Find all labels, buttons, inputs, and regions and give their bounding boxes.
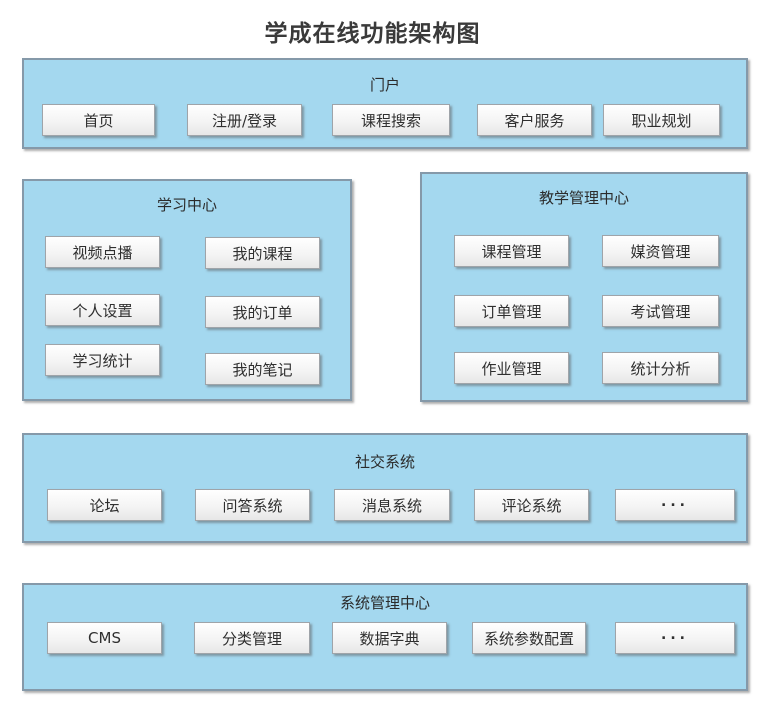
section-learning-center-label: 学习中心 xyxy=(156,196,217,214)
module-order-management: 订单管理 xyxy=(454,295,569,327)
module-comment-system: 评论系统 xyxy=(474,489,589,521)
module-statistical-analysis: 统计分析 xyxy=(602,352,719,384)
module-social-more: ... xyxy=(615,489,735,521)
module-qa-system: 问答系统 xyxy=(195,489,310,521)
module-homework-management: 作业管理 xyxy=(454,352,569,384)
module-register-login: 注册/登录 xyxy=(187,104,302,136)
section-social-system-label: 社交系统 xyxy=(354,453,415,471)
module-exam-management: 考试管理 xyxy=(602,295,719,327)
diagram-title: 学成在线功能架构图 xyxy=(264,21,481,47)
module-customer-service: 客户服务 xyxy=(477,104,592,136)
module-my-courses: 我的课程 xyxy=(205,237,320,269)
section-portal-label: 门户 xyxy=(369,76,400,94)
section-system-management-center-label: 系统管理中心 xyxy=(339,594,430,612)
module-course-search: 课程搜索 xyxy=(332,104,450,136)
module-cms: CMS xyxy=(47,622,162,654)
module-forum: 论坛 xyxy=(47,489,162,521)
module-media-asset-management: 媒资管理 xyxy=(602,235,719,267)
module-message-system: 消息系统 xyxy=(334,489,450,521)
section-social-system: 社交系统 论坛 问答系统 消息系统 评论系统 ... xyxy=(22,433,748,543)
module-video-on-demand: 视频点播 xyxy=(45,236,160,268)
section-teaching-management-center-label: 教学管理中心 xyxy=(538,189,629,207)
module-learning-statistics: 学习统计 xyxy=(45,344,160,376)
module-system-parameter-config: 系统参数配置 xyxy=(472,622,586,654)
module-my-notes: 我的笔记 xyxy=(205,353,320,385)
module-data-dictionary: 数据字典 xyxy=(332,622,447,654)
section-learning-center: 学习中心 视频点播 我的课程 个人设置 我的订单 学习统计 我的笔记 xyxy=(22,179,352,401)
section-system-management-center: 系统管理中心 CMS 分类管理 数据字典 系统参数配置 ... xyxy=(22,583,748,691)
module-category-management: 分类管理 xyxy=(194,622,310,654)
module-course-management: 课程管理 xyxy=(454,235,569,267)
module-my-orders: 我的订单 xyxy=(205,296,320,328)
module-career-planning: 职业规划 xyxy=(603,104,720,136)
section-portal: 门户 首页 注册/登录 课程搜索 客户服务 职业规划 xyxy=(22,58,748,149)
module-home: 首页 xyxy=(42,104,155,136)
module-system-more: ... xyxy=(615,622,735,654)
section-teaching-management-center: 教学管理中心 课程管理 媒资管理 订单管理 考试管理 作业管理 统计分析 xyxy=(420,172,748,402)
module-personal-settings: 个人设置 xyxy=(45,294,160,326)
